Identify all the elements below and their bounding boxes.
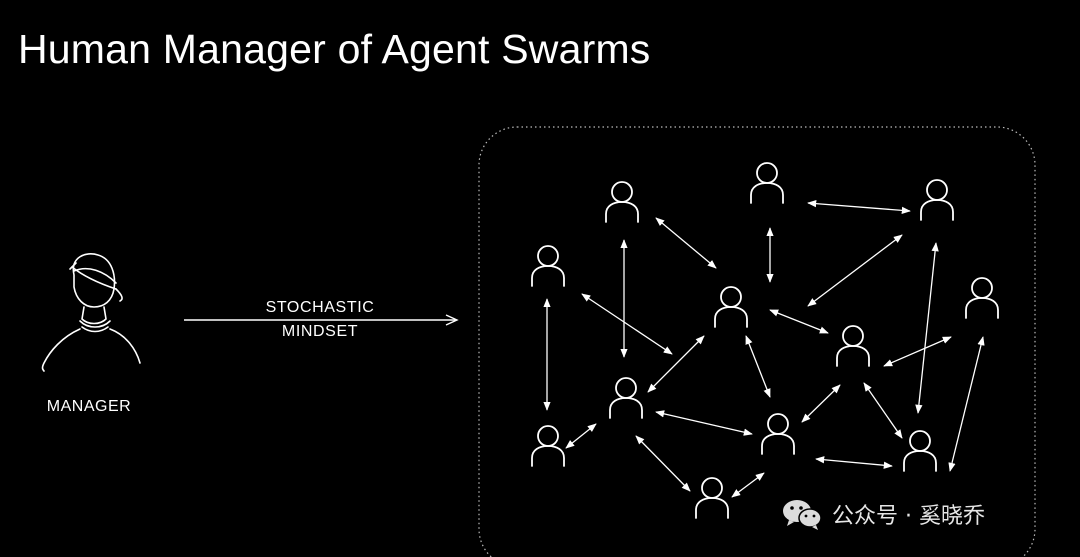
- agent-icon: [605, 181, 639, 223]
- link-a11-a7: [801, 384, 841, 423]
- link-a5-a7: [769, 309, 829, 334]
- link-a3-a6: [581, 293, 673, 355]
- link-a8-a11: [655, 410, 753, 436]
- agent-icon: [920, 179, 954, 221]
- link-a7-a13: [863, 382, 903, 439]
- watermark-text: 公众号 · 奚晓乔: [832, 504, 985, 529]
- slide-title: Human Manager of Agent Swarms: [18, 26, 651, 72]
- link-a0-a5: [655, 217, 717, 269]
- agent-icon: [761, 413, 795, 455]
- wechat-icon: [783, 500, 822, 530]
- agent-icon: [714, 286, 748, 328]
- agent-icon: [750, 162, 784, 204]
- link-a8-a5: [647, 335, 705, 393]
- agent-icon: [836, 325, 870, 367]
- link-a4-a1: [807, 234, 903, 307]
- agent-icon: [903, 430, 937, 472]
- watermark: 公众号 · 奚晓乔: [780, 496, 985, 532]
- link-a7-a10: [883, 336, 952, 367]
- manager-label: MANAGER: [46, 398, 132, 415]
- manager-sketch-icon: [41, 253, 141, 372]
- link-a1-a13: [915, 242, 939, 414]
- agent-icon: [531, 425, 565, 467]
- link-a5-a11: [745, 335, 771, 398]
- arrow-label-line2: MINDSET: [281, 323, 359, 340]
- link-a9-a8: [565, 423, 597, 449]
- agent-icon: [695, 477, 729, 519]
- link-a12-a11: [731, 472, 765, 498]
- link-a11-a13: [815, 456, 893, 469]
- arrow-label-line1: STOCHASTIC: [265, 299, 375, 316]
- link-a8-a12: [635, 435, 691, 492]
- agent-icon: [965, 277, 999, 319]
- agent-icon: [531, 245, 565, 287]
- link-a10-a13: [948, 336, 985, 472]
- swarm-container: [478, 126, 1036, 557]
- stochastic-mindset-arrow: [184, 314, 459, 326]
- agent-icon: [609, 377, 643, 419]
- link-a2-a1: [807, 200, 911, 214]
